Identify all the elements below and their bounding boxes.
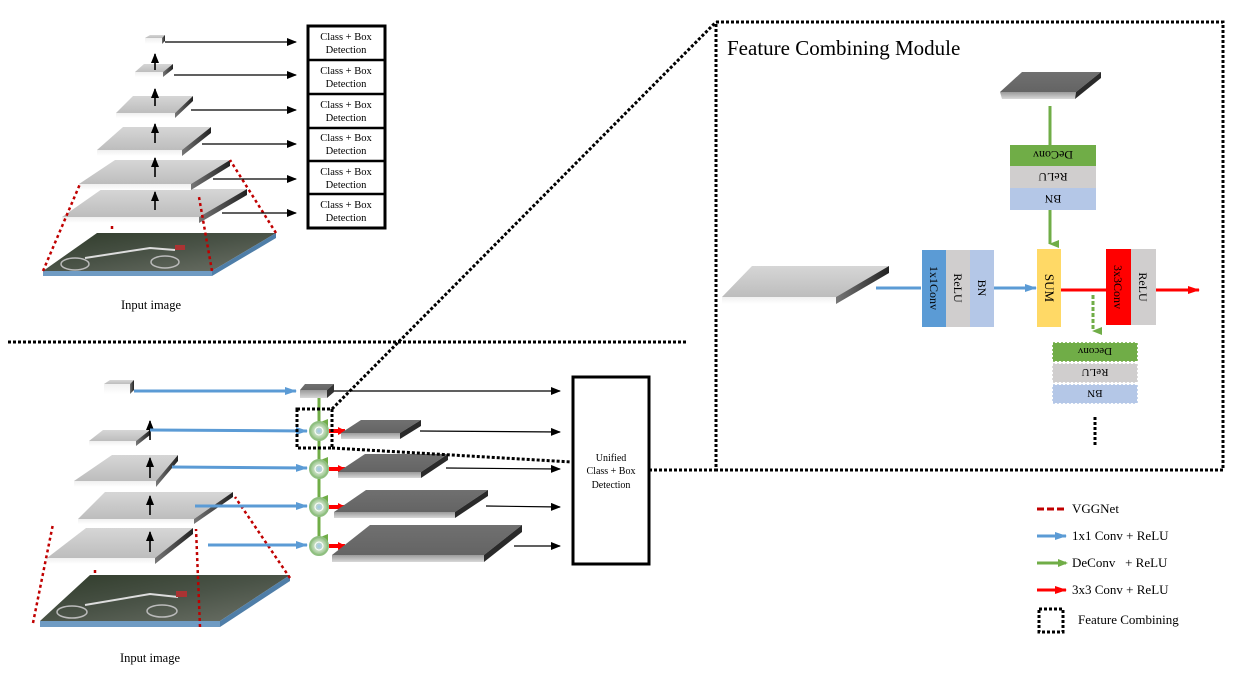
bn-block: [970, 250, 994, 327]
bn-block: [1010, 188, 1096, 210]
legend-item-conv3x3: 3x3 Conv + ReLU: [1037, 582, 1169, 597]
output-stack: 3x3Conv ReLU: [1106, 249, 1156, 325]
next-deconv-stack: Deconv ReLU BN: [1052, 342, 1138, 404]
backbone-layer: [104, 380, 134, 394]
sum-node: [309, 497, 329, 517]
legend-item-deconv: DeConv + ReLU: [1037, 555, 1168, 570]
input-image-slab: [40, 575, 290, 627]
deconv-block: [1052, 342, 1138, 362]
sum-label: SUM: [1042, 274, 1057, 303]
relu-block: [1010, 166, 1096, 188]
output-layer: [334, 490, 488, 518]
fcm-network-diagram: Unified Class + Box Detection Input imag…: [31, 375, 651, 665]
vgg-projection-lines: [41, 159, 278, 272]
zoom-connectors: [330, 20, 718, 472]
legend-item-feature-combining: Feature Combining: [1037, 607, 1179, 634]
detection-box-line1: Class + Box: [320, 32, 372, 43]
detection-arrows: [334, 387, 561, 550]
relu-block: [946, 250, 970, 327]
lateral-stack: 1x1Conv ReLU BN: [922, 250, 994, 327]
sum-nodes: [309, 421, 329, 556]
feature-layer: [135, 64, 173, 77]
bn-label: BN: [975, 280, 989, 297]
conv1x1-block: [922, 250, 946, 327]
unified-box-line2: Class + Box: [587, 466, 636, 477]
detection-box-line2: Detection: [326, 113, 368, 124]
unified-detection-box: Unified Class + Box Detection: [571, 375, 651, 566]
bn-block: [1052, 384, 1138, 404]
dotted-box-icon: [1037, 607, 1065, 634]
output-layer: [341, 420, 421, 439]
detection-box-line1: Class + Box: [320, 133, 372, 144]
legend-item-conv1x1: 1x1 Conv + ReLU: [1037, 528, 1169, 543]
legend-label: DeConv + ReLU: [1072, 555, 1168, 570]
module-frame: [714, 20, 1225, 472]
detection-box-line2: Detection: [326, 180, 368, 191]
relu-block: [1131, 249, 1156, 325]
feature-layer: [145, 35, 165, 44]
conv3x3-label: 3x3Conv: [1111, 265, 1125, 309]
backbone-layer: [47, 528, 193, 558]
backbone-layer: [78, 492, 233, 524]
backbone-layer: [47, 528, 193, 564]
relu-label: ReLU: [1082, 366, 1109, 378]
detection-box-line2: Detection: [326, 146, 368, 157]
feature-combining-module: Feature Combining Module DeConv ReLU BN: [714, 20, 1225, 472]
detection-box-line1: Class + Box: [320, 167, 372, 178]
legend-item-vggnet: VGGNet: [1037, 501, 1119, 516]
detection-box-line2: Detection: [326, 213, 368, 224]
legend-label: VGGNet: [1072, 501, 1119, 516]
detection-box-line2: Detection: [326, 79, 368, 90]
deconv-stack: DeConv ReLU BN: [1010, 145, 1096, 210]
input-image-slab: [43, 233, 276, 276]
sum-block: SUM: [1037, 249, 1061, 327]
output-layer: [332, 525, 522, 562]
bn-label: BN: [1087, 387, 1102, 399]
vgg-projection-lines: [31, 496, 292, 628]
deconv-block: [1010, 145, 1096, 166]
input-image-label: Input image: [121, 298, 182, 312]
sum-node: [309, 459, 329, 479]
sum-node: [309, 421, 329, 441]
module-title: Feature Combining Module: [727, 36, 960, 60]
unified-box-line3: Detection: [592, 480, 631, 491]
bn-label: BN: [1044, 192, 1061, 206]
detection-box-line1: Class + Box: [320, 200, 372, 211]
feature-layer: [97, 127, 211, 156]
conv1x1-label: 1x1Conv: [927, 266, 941, 310]
higher-level-feature-map: [1000, 72, 1101, 99]
conv3x3-block: [1106, 249, 1131, 325]
detection-arrows: [165, 38, 297, 217]
unified-box-line1: Unified: [596, 453, 627, 464]
relu-label: ReLU: [1136, 272, 1150, 302]
detection-boxes: Class + Box Detection Class + Box Detect…: [306, 24, 387, 230]
deconv-label: Deconv: [1077, 345, 1112, 357]
detection-box-line2: Detection: [326, 45, 368, 56]
conv1x1-arrows: [134, 387, 308, 549]
legend: VGGNet 1x1 Conv + ReLU DeConv + ReLU 3x3…: [1037, 501, 1179, 634]
ssd-diagram: Class + Box Detection Class + Box Detect…: [41, 24, 387, 312]
sum-node: [309, 536, 329, 556]
relu-block: [1052, 363, 1138, 383]
output-layer: [338, 454, 448, 478]
relu-label: ReLU: [951, 273, 965, 303]
lower-level-feature-map: [722, 266, 889, 304]
detection-box-line1: Class + Box: [320, 100, 372, 111]
combined-layer: [300, 384, 334, 398]
detection-box-line1: Class + Box: [320, 66, 372, 77]
legend-label: Feature Combining: [1078, 612, 1179, 627]
input-image-label: Input image: [120, 651, 181, 665]
backbone-layer: [74, 455, 178, 487]
relu-label: ReLU: [1038, 170, 1068, 184]
feature-combining-highlight: [295, 407, 334, 450]
legend-label: 1x1 Conv + ReLU: [1072, 528, 1169, 543]
legend-label: 3x3 Conv + ReLU: [1072, 582, 1169, 597]
deconv-label: DeConv: [1033, 148, 1073, 162]
backbone-layer: [89, 430, 150, 446]
